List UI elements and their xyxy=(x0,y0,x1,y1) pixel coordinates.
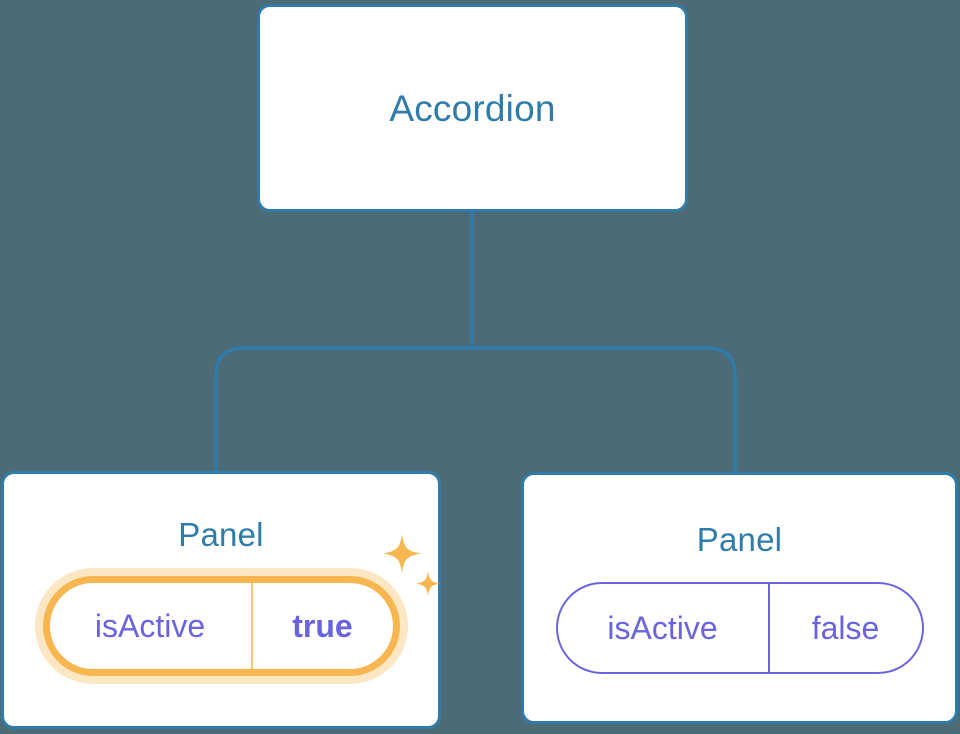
connector-branch-right xyxy=(472,346,737,474)
prop-pill-wrap-active: isActive true xyxy=(42,534,440,676)
prop-key-isactive: isActive xyxy=(50,583,253,669)
node-panel-inactive-title: Panel xyxy=(696,521,783,558)
node-panel-active[interactable]: Panel isActive true xyxy=(1,471,441,729)
prop-pill-isactive-false[interactable]: isActive false xyxy=(555,582,924,674)
node-panel-active-title: Panel xyxy=(178,516,264,553)
prop-value-false: false xyxy=(811,609,880,646)
node-panel-inactive[interactable]: Panel isActive false xyxy=(521,472,958,724)
node-accordion-title: Accordion xyxy=(389,87,556,129)
prop-value-true: true xyxy=(292,607,353,644)
sparkle-large-icon xyxy=(382,534,421,573)
sparkle-small-icon xyxy=(415,571,440,596)
prop-pill-isactive-true[interactable]: isActive true xyxy=(42,576,400,676)
node-accordion[interactable]: Accordion xyxy=(257,4,688,212)
prop-key-isactive: isActive xyxy=(558,584,770,672)
connector-branch-left xyxy=(214,346,472,473)
prop-pill-wrap-inactive: isActive false xyxy=(555,582,924,674)
